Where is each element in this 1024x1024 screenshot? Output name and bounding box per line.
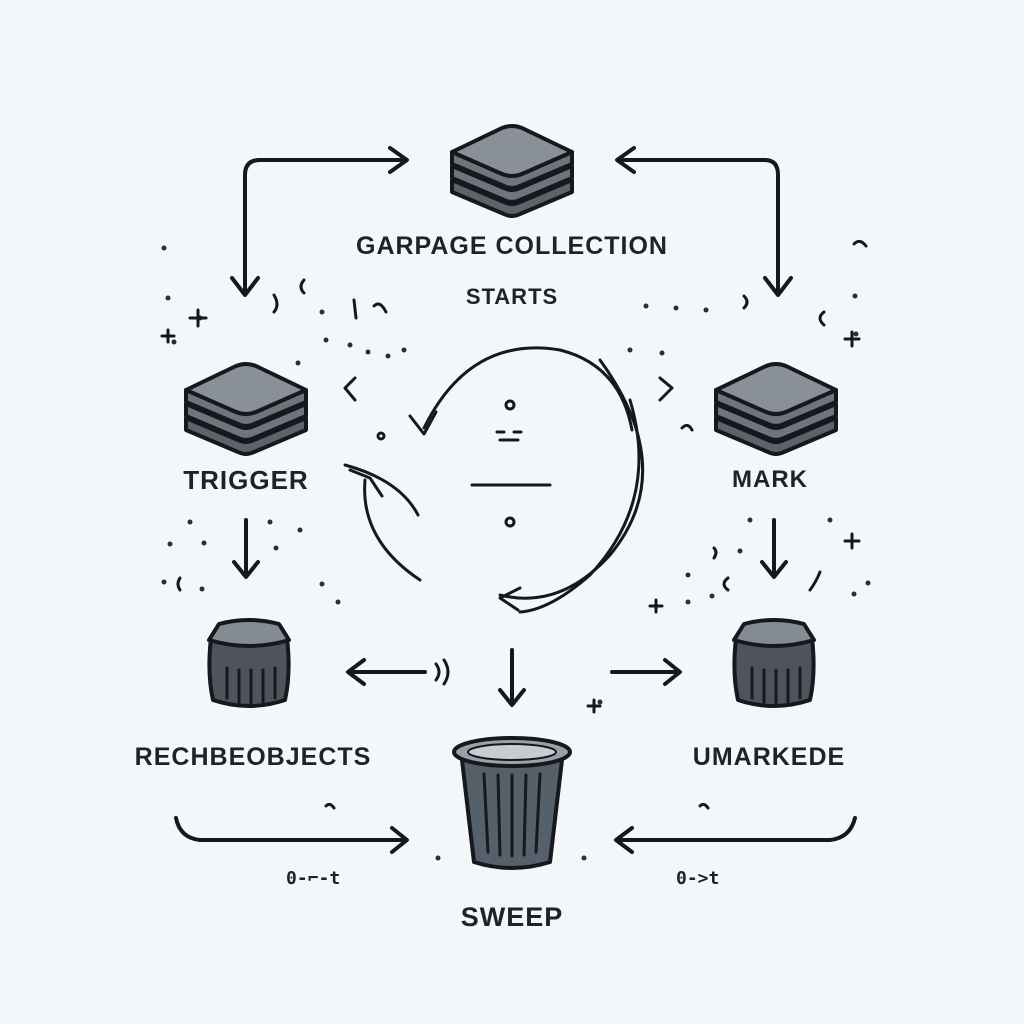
unmarked-label: UMARKEDE [692, 743, 846, 771]
right-inward-arrow [658, 376, 674, 402]
unmarked-bin-icon [732, 618, 816, 708]
trigger-stack-icon [184, 362, 308, 456]
sweep-down-arrow [498, 648, 526, 707]
bottom-left-arrow [174, 816, 409, 854]
bottom-right-note: 0->t [676, 868, 720, 889]
center-cycle-arrows-icon [343, 346, 645, 614]
sweep-label: SWEEP [460, 902, 564, 932]
mark-stack-icon [714, 362, 838, 456]
trigger-label: TRIGGER [183, 465, 309, 495]
top-label-line2: STARTS [465, 284, 559, 309]
top-stack-icon [450, 124, 574, 218]
sweep-trash-can-icon [452, 736, 572, 870]
bottom-left-note: 0-⌐-t [286, 868, 341, 889]
scatter-specks [160, 239, 871, 861]
trigger-down-arrow [232, 518, 260, 579]
mark-down-arrow [760, 518, 788, 579]
reachable-objects-label: RECHBEOBJECTS [134, 743, 372, 771]
top-label: GARPAGE COLLECTION [356, 232, 668, 260]
top-left-arrow [230, 146, 409, 297]
mark-label: MARK [732, 466, 808, 493]
reachable-objects-bin-icon [207, 618, 291, 708]
middle-right-arrow [610, 658, 682, 686]
left-inward-arrow [343, 376, 357, 402]
middle-left-arrow [346, 658, 450, 686]
bottom-right-arrow [614, 816, 857, 854]
top-right-arrow [615, 146, 793, 297]
